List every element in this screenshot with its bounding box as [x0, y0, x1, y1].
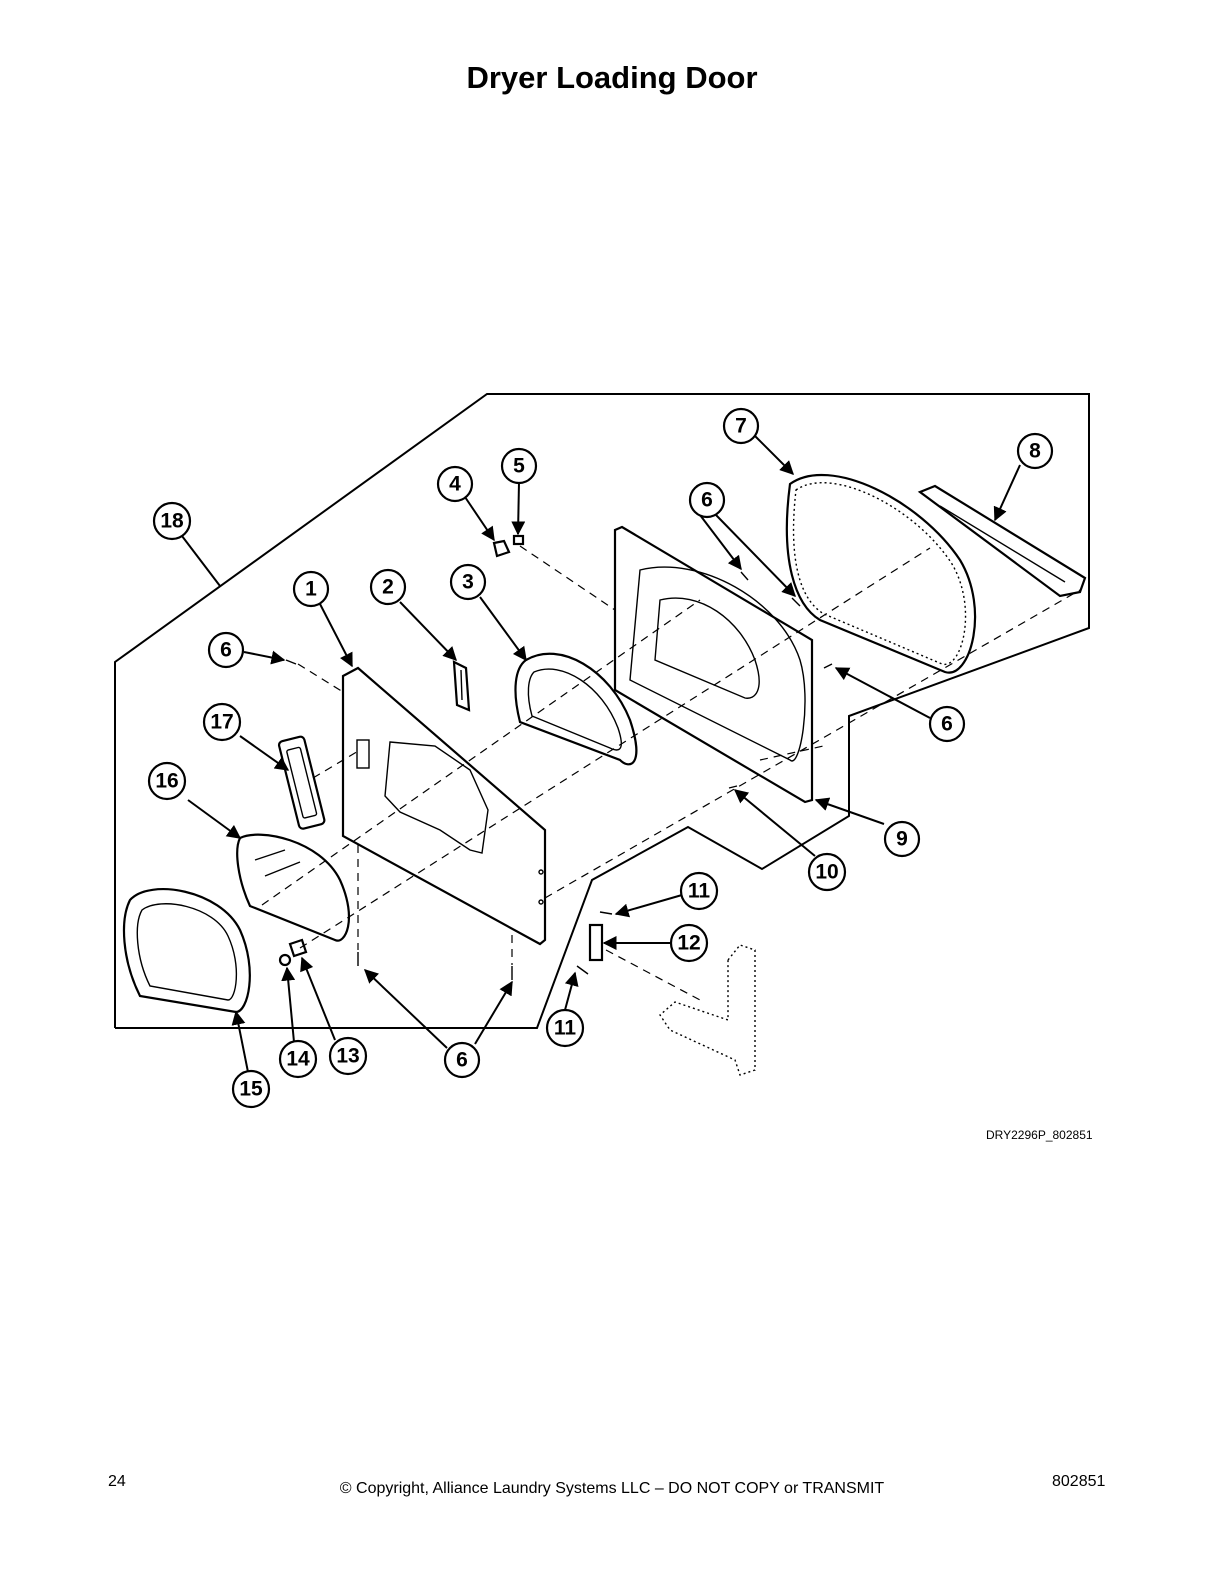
svg-text:18: 18: [160, 510, 184, 533]
cabinet-edge: [659, 944, 756, 1076]
callout-11-bottom: 11: [545, 1008, 585, 1048]
door-trim-ring: [122, 888, 251, 1014]
svg-text:8: 8: [1029, 440, 1041, 463]
svg-text:6: 6: [456, 1049, 468, 1072]
svg-text:11: 11: [688, 880, 711, 903]
inner-door-panel: [613, 525, 814, 804]
callout-17: 17: [202, 702, 242, 742]
copyright-notice: © Copyright, Alliance Laundry Systems LL…: [339, 1480, 885, 1497]
callout-7: 7: [722, 407, 760, 445]
svg-text:16: 16: [155, 770, 178, 793]
svg-text:4: 4: [449, 473, 461, 496]
document-number: 802851: [1052, 1473, 1106, 1490]
callout-10: 10: [807, 852, 847, 892]
callout-18: 18: [152, 501, 192, 541]
strike-clip: [492, 539, 511, 558]
svg-text:6: 6: [220, 639, 232, 662]
outer-door-panel: [341, 666, 547, 946]
svg-text:13: 13: [336, 1045, 359, 1068]
svg-text:9: 9: [896, 828, 908, 851]
retainer-clip: [288, 938, 308, 958]
svg-text:7: 7: [735, 415, 747, 438]
callout-15: 15: [231, 1069, 271, 1109]
callout-14: 14: [278, 1039, 318, 1079]
handle-insert: [277, 735, 326, 830]
door-seal: [785, 473, 977, 674]
svg-text:2: 2: [382, 576, 394, 599]
screws: [285, 571, 833, 980]
hinge: [588, 923, 604, 962]
door-glass: [236, 833, 350, 942]
svg-text:5: 5: [513, 455, 525, 478]
callout-12: 12: [669, 923, 709, 963]
catch-bracket: [452, 660, 471, 712]
callout-3: 3: [449, 563, 487, 601]
door-handle: [917, 484, 1087, 598]
assembly-lines: [261, 545, 1081, 1001]
callout-13: 13: [328, 1036, 368, 1076]
callout-11-top: 11: [679, 871, 719, 911]
page-title: Dryer Loading Door: [466, 60, 758, 95]
callout-6-bottom: 6: [443, 1041, 481, 1079]
svg-text:11: 11: [554, 1017, 577, 1040]
svg-text:15: 15: [239, 1078, 263, 1101]
callout-6-right: 6: [928, 705, 966, 743]
door-assembly-outline: [114, 393, 1090, 1029]
svg-text:10: 10: [815, 861, 838, 884]
svg-text:12: 12: [677, 932, 700, 955]
svg-text:14: 14: [286, 1048, 310, 1071]
callout-5: 5: [500, 447, 538, 485]
clip-nut: [512, 534, 525, 546]
callout-1: 1: [292, 570, 330, 608]
svg-text:3: 3: [462, 571, 474, 594]
callout-6-top: 6: [688, 481, 726, 519]
nut: [278, 953, 292, 967]
callout-16: 16: [147, 761, 187, 801]
callout-8: 8: [1016, 432, 1054, 470]
svg-text:6: 6: [941, 713, 953, 736]
callout-9: 9: [883, 820, 921, 858]
svg-text:1: 1: [305, 578, 317, 601]
callout-6-left: 6: [207, 631, 245, 669]
figure-id: DRY2296P_802851: [986, 1128, 1093, 1142]
callout-leaders: [181, 435, 1021, 1073]
page-number: 24: [108, 1473, 126, 1490]
callout-4: 4: [436, 465, 474, 503]
callout-2: 2: [369, 568, 407, 606]
svg-text:6: 6: [701, 489, 713, 512]
svg-text:17: 17: [210, 711, 233, 734]
